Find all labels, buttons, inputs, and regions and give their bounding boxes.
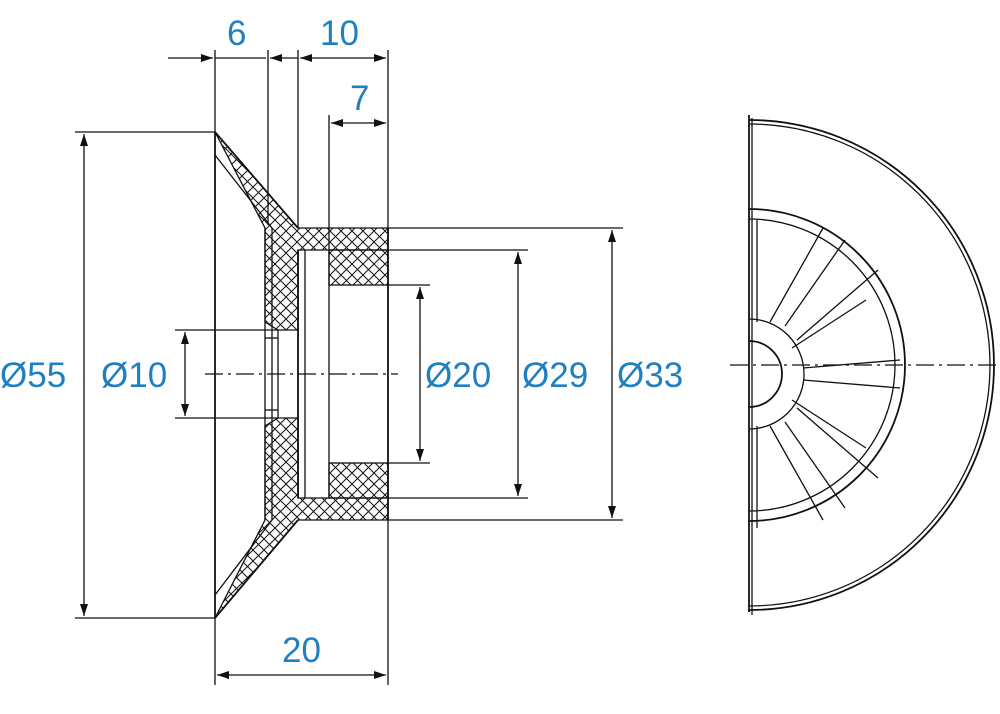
dim-label-55: Ø55 <box>0 356 66 395</box>
dim-diameter-33: Ø33 <box>388 227 683 521</box>
dim-label-20-width: 20 <box>282 631 321 670</box>
dim-diameter-10: Ø10 <box>101 329 278 419</box>
dim-label-7: 7 <box>350 79 369 118</box>
dim-label-10: Ø10 <box>101 356 167 395</box>
dim-width-20: 20 <box>214 520 389 685</box>
dim-width-6-10: 6 10 <box>168 14 389 228</box>
dim-diameter-20: Ø20 <box>388 284 491 464</box>
dim-label-29: Ø29 <box>522 356 588 395</box>
section-view: Ø55 Ø10 Ø20 Ø29 Ø33 <box>0 14 683 685</box>
spokes <box>756 220 901 528</box>
section-outline <box>214 131 389 619</box>
dim-label-6: 6 <box>227 14 246 53</box>
dim-diameter-55: Ø55 <box>0 131 215 619</box>
dim-label-20: Ø20 <box>425 356 491 395</box>
dim-width-7: 7 <box>328 79 386 250</box>
dim-label-33: Ø33 <box>617 356 683 395</box>
dim-diameter-29: Ø29 <box>388 249 588 499</box>
dim-label-10-width: 10 <box>320 14 359 53</box>
front-half-view <box>730 115 1000 615</box>
section-hatching <box>214 131 389 619</box>
